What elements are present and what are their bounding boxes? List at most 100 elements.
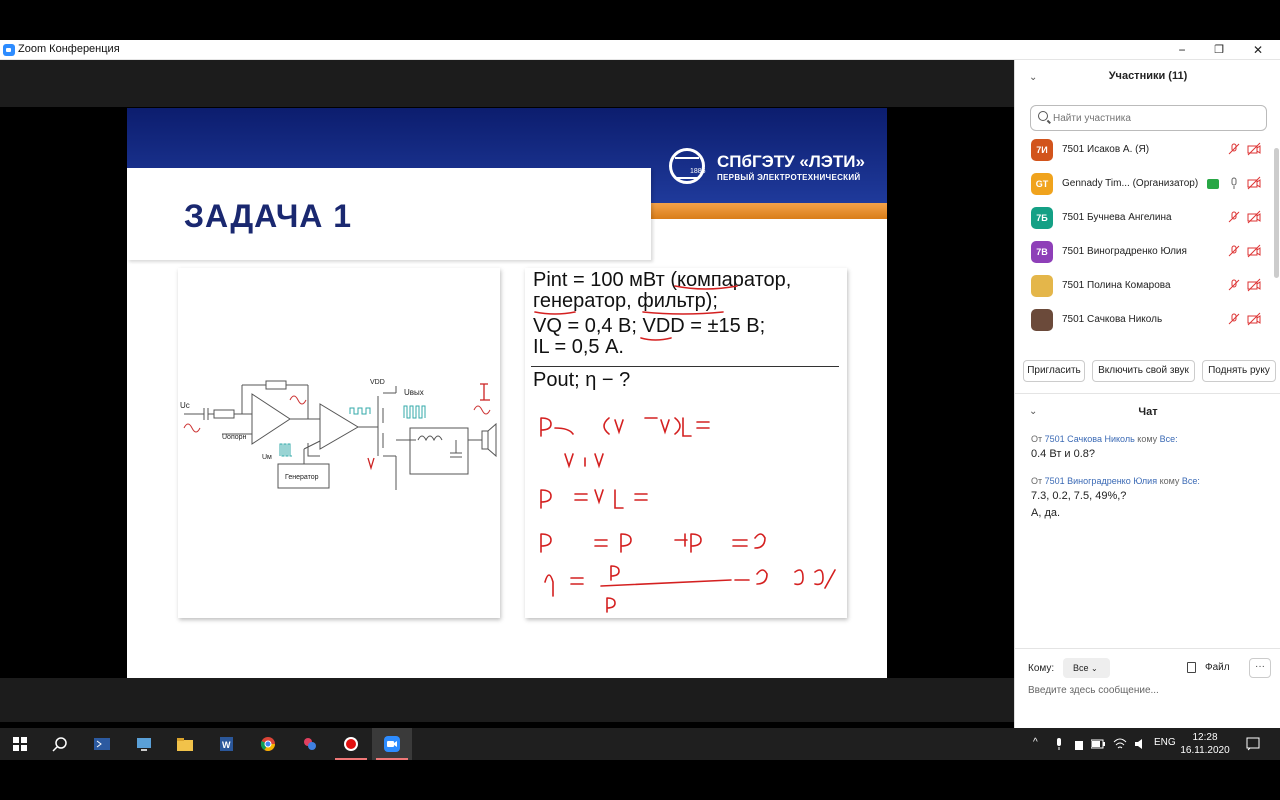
tray-volume-icon[interactable] xyxy=(1134,738,1148,750)
maximize-button[interactable]: ❐ xyxy=(1214,44,1224,56)
taskbar-app-2[interactable] xyxy=(124,728,164,760)
participant-row[interactable]: GT Gennady Tim... (Организатор) xyxy=(1015,170,1271,204)
avatar: 7В xyxy=(1031,241,1053,263)
notifications-icon[interactable] xyxy=(1246,737,1260,751)
logo-name: СПбГЭТУ «ЛЭТИ» xyxy=(717,152,865,171)
from-prefix: От xyxy=(1031,434,1045,444)
slide-title: ЗАДАЧА 1 xyxy=(184,198,353,234)
taskbar-word[interactable]: W xyxy=(206,728,246,760)
tray-language[interactable]: ENG xyxy=(1154,737,1176,748)
label-uvyh: Uвых xyxy=(404,388,424,397)
unmute-button[interactable]: Включить свой звук xyxy=(1092,360,1195,382)
chat-message-header: От 7501 Сачкова Николь кому Все: xyxy=(1031,434,1178,444)
tray-battery-icon[interactable] xyxy=(1091,739,1105,749)
chat-more-button[interactable]: ··· xyxy=(1249,658,1271,678)
chat-message-text: 0.4 Вт и 0.8? xyxy=(1031,448,1096,460)
mic-muted-icon[interactable] xyxy=(1227,278,1241,292)
video-off-icon[interactable] xyxy=(1247,176,1261,190)
label-uc: Uc xyxy=(180,401,190,410)
participant-scrollbar[interactable] xyxy=(1274,148,1279,278)
avatar: 7Б xyxy=(1031,207,1053,229)
video-off-icon[interactable] xyxy=(1247,312,1261,326)
start-button[interactable] xyxy=(0,728,40,760)
tray-wifi-icon[interactable] xyxy=(1113,738,1127,750)
tray-mic-icon[interactable] xyxy=(1054,737,1064,751)
participant-name: 7501 Исаков А. (Я) xyxy=(1062,144,1150,155)
mic-muted-icon[interactable] xyxy=(1227,210,1241,224)
participant-list: 7И 7501 Исаков А. (Я) GT Gennady Tim... … xyxy=(1015,136,1271,346)
video-off-icon[interactable] xyxy=(1247,142,1261,156)
clock-date: 16.11.2020 xyxy=(1180,745,1230,756)
video-off-icon[interactable] xyxy=(1247,210,1261,224)
tray-chevron-up-icon[interactable]: ^ xyxy=(1033,737,1038,748)
word-icon: W xyxy=(220,737,233,751)
label-um: Uм xyxy=(262,454,272,461)
chat-recipient-select[interactable]: Все ⌄ xyxy=(1063,658,1110,678)
participant-row[interactable]: 7501 Сачкова Николь xyxy=(1015,306,1271,340)
avatar-photo xyxy=(1031,275,1053,297)
participant-search-input[interactable] xyxy=(1053,110,1253,126)
chat-sender[interactable]: 7501 Сачкова Николь xyxy=(1044,434,1135,444)
participants-collapse-icon[interactable]: ⌄ xyxy=(1029,72,1038,83)
taskbar-zoom[interactable] xyxy=(372,728,412,760)
participant-search[interactable] xyxy=(1030,105,1267,131)
chat-message-input[interactable]: Введите здесь сообщение... xyxy=(1028,685,1159,696)
video-off-icon[interactable] xyxy=(1247,278,1261,292)
mic-icon[interactable] xyxy=(1227,176,1241,190)
taskbar-chrome[interactable] xyxy=(248,728,288,760)
window-title: Zoom Конференция xyxy=(18,43,120,55)
file-icon[interactable] xyxy=(1187,662,1196,673)
circuit-diagram: Uc Uопорн Uм VDD Uвых Генератор xyxy=(180,379,497,490)
search-icon xyxy=(52,737,67,752)
to-prefix: кому xyxy=(1157,476,1182,486)
task-line-1: Pint = 100 мВт (компаратор, xyxy=(533,269,792,291)
tray-clock[interactable]: 12:28 16.11.2020 xyxy=(1180,731,1230,757)
taskbar-explorer[interactable] xyxy=(165,728,205,760)
participant-name: 7501 Полина Комарова xyxy=(1062,280,1171,291)
video-off-icon[interactable] xyxy=(1247,244,1261,258)
share-screen-icon xyxy=(1207,179,1219,189)
circuit-panel: Uc Uопорн Uм VDD Uвых Генератор xyxy=(178,268,500,618)
participant-row[interactable]: 7501 Полина Комарова xyxy=(1015,272,1271,306)
svg-text:W: W xyxy=(222,740,231,750)
close-button[interactable]: ✕ xyxy=(1252,43,1264,57)
chat-recipient[interactable]: Все: xyxy=(1181,476,1200,486)
slide-title-box xyxy=(127,168,651,260)
participant-name: Gennady Tim... (Организатор) xyxy=(1062,178,1199,189)
label-uopor: Uопорн xyxy=(222,434,247,441)
mic-muted-icon[interactable] xyxy=(1227,312,1241,326)
mic-muted-icon[interactable] xyxy=(1227,244,1241,258)
task-line-2: генератор, фильтр); xyxy=(533,290,718,312)
minimize-button[interactable]: − xyxy=(1178,43,1186,57)
participant-row[interactable]: 7В 7501 Виноградренко Юлия xyxy=(1015,238,1271,272)
task-question: Pout; η − ? xyxy=(533,369,631,391)
record-icon xyxy=(344,737,358,751)
logo-year: 1886 xyxy=(690,168,706,175)
university-logo-icon xyxy=(669,148,705,184)
participant-row[interactable]: 7Б 7501 Бучнева Ангелина xyxy=(1015,204,1271,238)
raise-hand-button[interactable]: Поднять руку xyxy=(1202,360,1276,382)
clock-time: 12:28 xyxy=(1192,732,1218,743)
powershell-icon xyxy=(94,738,110,750)
monitor-icon xyxy=(137,738,151,751)
zoom-icon xyxy=(384,736,400,752)
participant-row[interactable]: 7И 7501 Исаков А. (Я) xyxy=(1015,136,1271,170)
taskbar-app-paint[interactable] xyxy=(290,728,330,760)
invite-button[interactable]: Пригласить xyxy=(1023,360,1085,382)
chat-message-header: От 7501 Виноградренко Юлия кому Все: xyxy=(1031,476,1200,486)
file-button[interactable]: Файл xyxy=(1205,662,1230,673)
chat-sender[interactable]: 7501 Виноградренко Юлия xyxy=(1044,476,1158,486)
share-top-band xyxy=(0,60,1014,107)
mic-muted-icon[interactable] xyxy=(1227,142,1241,156)
taskbar-powershell[interactable] xyxy=(82,728,122,760)
chat-message-text: 7.3, 0.2, 7.5, 49%,? xyxy=(1031,490,1127,502)
chat-collapse-icon[interactable]: ⌄ xyxy=(1029,406,1038,417)
taskbar-search-button[interactable] xyxy=(40,728,80,760)
participant-name: 7501 Бучнева Ангелина xyxy=(1062,212,1172,223)
chat-recipient[interactable]: Все: xyxy=(1159,434,1178,444)
from-prefix: От xyxy=(1031,476,1045,486)
task-line-3: VQ = 0,4 В; VDD = ±15 В; xyxy=(533,315,766,337)
taskbar-recorder[interactable] xyxy=(331,728,371,760)
tray-security-icon[interactable] xyxy=(1073,737,1085,751)
